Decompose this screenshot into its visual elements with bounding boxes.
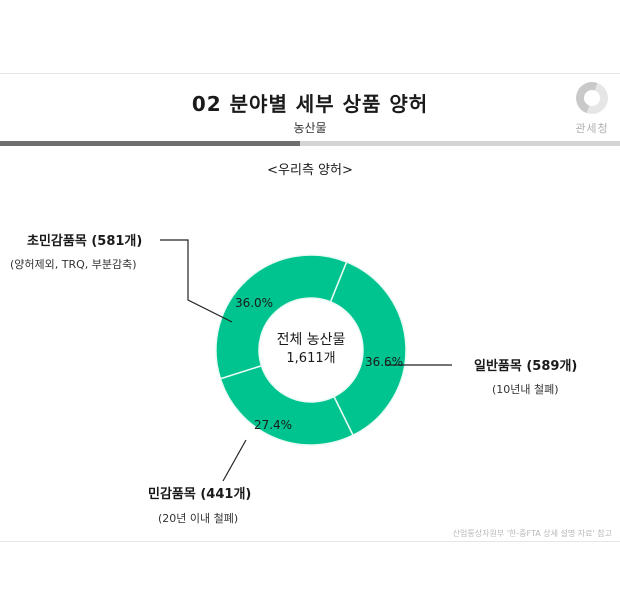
page-title: 02 분야별 세부 상품 양허	[191, 92, 429, 116]
divider-light	[300, 141, 620, 146]
logo-text: 관세청	[575, 122, 609, 135]
data-label-sensitive: 27.4%	[254, 418, 292, 432]
donut-slice-general	[329, 260, 407, 437]
taeguk-icon	[576, 82, 608, 114]
top-border	[0, 73, 620, 74]
source-note: 산업통상자원부 '한-중FTA 상세 설명 자료' 참고	[452, 529, 612, 538]
data-label-sensitive-plus: 36.0%	[235, 296, 273, 310]
leader-line-sensitive	[222, 439, 247, 482]
category-label-general: 일반품목 (589개)	[474, 359, 578, 374]
section-title: <우리측 양허>	[267, 163, 353, 178]
center-label-line2: 1,611개	[286, 351, 335, 366]
category-note-general: (10년내 철폐)	[492, 383, 559, 396]
category-note-sensitive: (20년 이내 철폐)	[158, 512, 239, 525]
category-note-sensitive-plus: (양허제외, TRQ, 부분감축)	[10, 258, 137, 271]
divider-dark	[0, 141, 300, 146]
agency-logo: 관세청	[572, 82, 612, 144]
bottom-border	[0, 541, 620, 542]
category-label-sensitive-plus: 초민감품목 (581개)	[27, 234, 143, 249]
leader-line-sensitive-plus	[160, 239, 233, 323]
data-label-general: 36.6%	[365, 355, 403, 369]
page-subtitle: 농산물	[293, 121, 327, 135]
center-label-line1: 전체 농산물	[277, 332, 346, 348]
donut-slice-sensitive	[219, 364, 355, 446]
category-label-sensitive: 민감품목 (441개)	[148, 487, 252, 502]
